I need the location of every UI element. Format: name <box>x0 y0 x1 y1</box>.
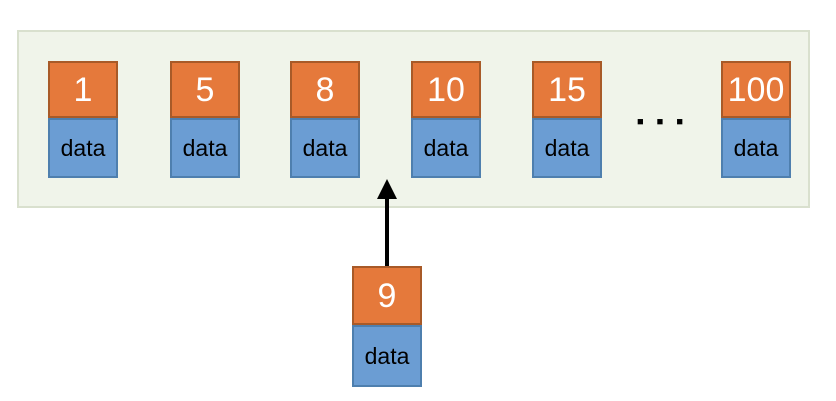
arrow-stem <box>385 196 389 266</box>
list-node-1: 1 data <box>48 61 118 178</box>
insert-node-key: 9 <box>352 266 422 325</box>
list-node-10: 10 data <box>411 61 481 178</box>
node-key: 5 <box>170 61 240 118</box>
insert-node-9: 9 data <box>352 266 422 387</box>
node-key: 100 <box>721 61 791 118</box>
node-key: 1 <box>48 61 118 118</box>
ellipsis-dots: ■■■ <box>637 115 696 128</box>
list-node-15: 15 data <box>532 61 602 178</box>
arrow-up-icon <box>377 179 397 266</box>
node-key: 8 <box>290 61 360 118</box>
list-node-8: 8 data <box>290 61 360 178</box>
node-data: data <box>411 118 481 178</box>
list-node-5: 5 data <box>170 61 240 178</box>
node-data: data <box>721 118 791 178</box>
arrow-tip <box>377 179 397 199</box>
node-key: 15 <box>532 61 602 118</box>
list-node-100: 100 data <box>721 61 791 178</box>
node-data: data <box>532 118 602 178</box>
node-data: data <box>290 118 360 178</box>
node-data: data <box>170 118 240 178</box>
insert-node-data: data <box>352 325 422 387</box>
node-key: 10 <box>411 61 481 118</box>
ellipsis-icon: ■■■ <box>624 110 696 134</box>
node-data: data <box>48 118 118 178</box>
